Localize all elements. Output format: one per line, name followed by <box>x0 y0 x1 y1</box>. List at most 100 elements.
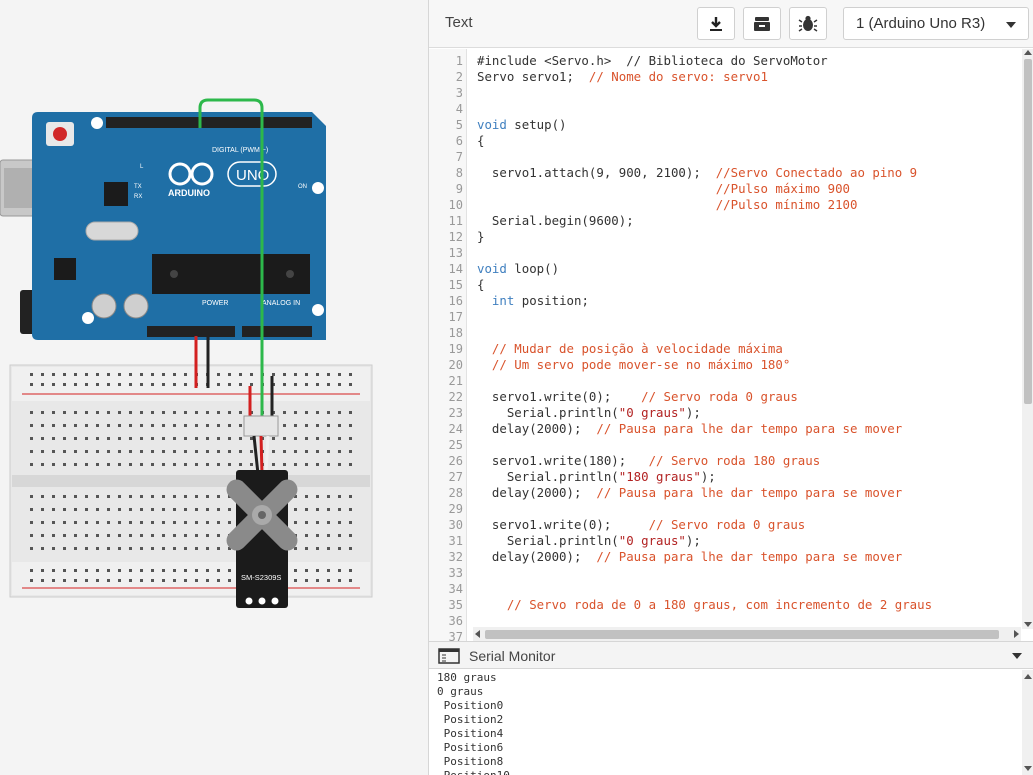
scroll-down-icon[interactable] <box>1024 622 1032 627</box>
code-text[interactable]: #include <Servo.h> // Biblioteca do Serv… <box>477 53 1017 641</box>
line-number: 7 <box>455 150 463 164</box>
breadboard-hole <box>316 463 319 466</box>
code-line[interactable]: void loop() <box>477 261 1017 277</box>
breadboard-hole <box>63 569 66 572</box>
scroll-down-icon[interactable] <box>1024 766 1032 771</box>
code-line[interactable]: servo1.write(0); // Servo roda 0 graus <box>477 517 1017 533</box>
breadboard-hole <box>349 495 352 498</box>
breadboard-hole <box>30 463 33 466</box>
code-line[interactable]: delay(2000); // Pausa para lhe dar tempo… <box>477 421 1017 437</box>
serial-monitor-header[interactable]: Serial Monitor <box>429 641 1033 669</box>
breadboard-hole <box>107 411 110 414</box>
code-line[interactable]: { <box>477 133 1017 149</box>
breadboard-hole <box>129 495 132 498</box>
breadboard-hole <box>140 547 143 550</box>
library-button[interactable] <box>743 7 781 40</box>
debugger-button[interactable] <box>789 7 827 40</box>
code-line[interactable] <box>477 501 1017 517</box>
breadboard-hole <box>140 450 143 453</box>
breadboard-hole <box>129 437 132 440</box>
code-line[interactable]: int position; <box>477 293 1017 309</box>
breadboard-hole <box>151 534 154 537</box>
scroll-right-icon[interactable] <box>1014 630 1019 638</box>
breadboard-hole <box>184 534 187 537</box>
uno-label: UNO <box>236 167 269 184</box>
code-line[interactable]: Serial.println("0 graus"); <box>477 405 1017 421</box>
breadboard-hole <box>173 495 176 498</box>
code-line[interactable] <box>477 101 1017 117</box>
code-line[interactable] <box>477 373 1017 389</box>
code-token: // Servo roda 180 graus <box>648 453 821 468</box>
breadboard-hole <box>294 373 297 376</box>
breadboard-hole <box>52 521 55 524</box>
serial-vertical-scrollbar[interactable] <box>1022 670 1033 775</box>
editor-vertical-scroll-thumb[interactable] <box>1024 59 1032 404</box>
breadboard-hole <box>184 463 187 466</box>
serial-line: Position4 <box>437 727 504 740</box>
editor-mode-label[interactable]: Text <box>445 14 473 31</box>
code-line[interactable] <box>477 245 1017 261</box>
arduino-logo-left <box>168 162 192 186</box>
code-line[interactable] <box>477 437 1017 453</box>
scroll-up-icon[interactable] <box>1024 50 1032 55</box>
breadboard-hole <box>294 569 297 572</box>
breadboard-hole <box>316 373 319 376</box>
line-number: 1 <box>455 54 463 68</box>
editor-vertical-scrollbar[interactable] <box>1022 49 1033 629</box>
code-line[interactable] <box>477 325 1017 341</box>
breadboard-hole <box>327 521 330 524</box>
download-button[interactable] <box>697 7 735 40</box>
code-line[interactable]: Serial.begin(9600); <box>477 213 1017 229</box>
circuit-canvas[interactable]: ARDUINO UNO ON DIGITAL (PWM ~) POWER ANA… <box>0 0 428 775</box>
code-line[interactable] <box>477 581 1017 597</box>
code-line[interactable]: Serial.println("0 graus"); <box>477 533 1017 549</box>
serial-line: Position2 <box>437 713 504 726</box>
code-line[interactable]: Servo servo1; // Nome do servo: servo1 <box>477 69 1017 85</box>
code-line[interactable]: { <box>477 277 1017 293</box>
code-line[interactable]: #include <Servo.h> // Biblioteca do Serv… <box>477 53 1017 69</box>
code-line[interactable]: delay(2000); // Pausa para lhe dar tempo… <box>477 549 1017 565</box>
servo-mount-hole <box>258 597 266 605</box>
code-line[interactable]: //Pulso máximo 900 <box>477 181 1017 197</box>
breadboard-hole <box>107 373 110 376</box>
line-number: 28 <box>448 486 463 500</box>
code-token: // Pausa para lhe dar tempo para se move… <box>596 485 903 500</box>
code-line[interactable]: //Pulso mínimo 2100 <box>477 197 1017 213</box>
breadboard-hole <box>349 534 352 537</box>
breadboard-hole <box>85 579 88 582</box>
code-line[interactable] <box>477 149 1017 165</box>
code-line[interactable]: delay(2000); // Pausa para lhe dar tempo… <box>477 485 1017 501</box>
code-line[interactable]: // Um servo pode mover-se no máximo 180° <box>477 357 1017 373</box>
code-line[interactable]: Serial.println("180 graus"); <box>477 469 1017 485</box>
code-line[interactable]: // Mudar de posição à velocidade máxima <box>477 341 1017 357</box>
code-line[interactable] <box>477 85 1017 101</box>
code-line[interactable] <box>477 565 1017 581</box>
line-number: 35 <box>448 598 463 612</box>
code-line[interactable]: servo1.write(0); // Servo roda 0 graus <box>477 389 1017 405</box>
editor-horizontal-scrollbar[interactable] <box>473 627 1021 641</box>
analog-header <box>242 326 312 337</box>
scroll-left-icon[interactable] <box>475 630 480 638</box>
code-line[interactable]: // Servo roda de 0 a 180 graus, com incr… <box>477 597 1017 613</box>
editor-horizontal-scroll-thumb[interactable] <box>485 630 999 639</box>
breadboard-hole <box>129 450 132 453</box>
code-line[interactable]: servo1.write(180); // Servo roda 180 gra… <box>477 453 1017 469</box>
code-line[interactable]: } <box>477 229 1017 245</box>
code-line[interactable] <box>477 309 1017 325</box>
breadboard-hole <box>228 508 231 511</box>
scroll-up-icon[interactable] <box>1024 674 1032 679</box>
line-number: 36 <box>448 614 463 628</box>
code-line[interactable]: void setup() <box>477 117 1017 133</box>
signal-wire[interactable] <box>198 98 264 418</box>
board-select[interactable]: 1 (Arduino Uno R3) <box>843 7 1029 40</box>
breadboard-hole <box>349 508 352 511</box>
breadboard-hole <box>140 437 143 440</box>
breadboard-hole <box>283 383 286 386</box>
breadboard-hole <box>41 547 44 550</box>
breadboard-hole <box>228 437 231 440</box>
chevron-down-icon[interactable] <box>1012 653 1022 659</box>
code-line[interactable]: servo1.attach(9, 900, 2100); //Servo Con… <box>477 165 1017 181</box>
breadboard-hole <box>52 508 55 511</box>
